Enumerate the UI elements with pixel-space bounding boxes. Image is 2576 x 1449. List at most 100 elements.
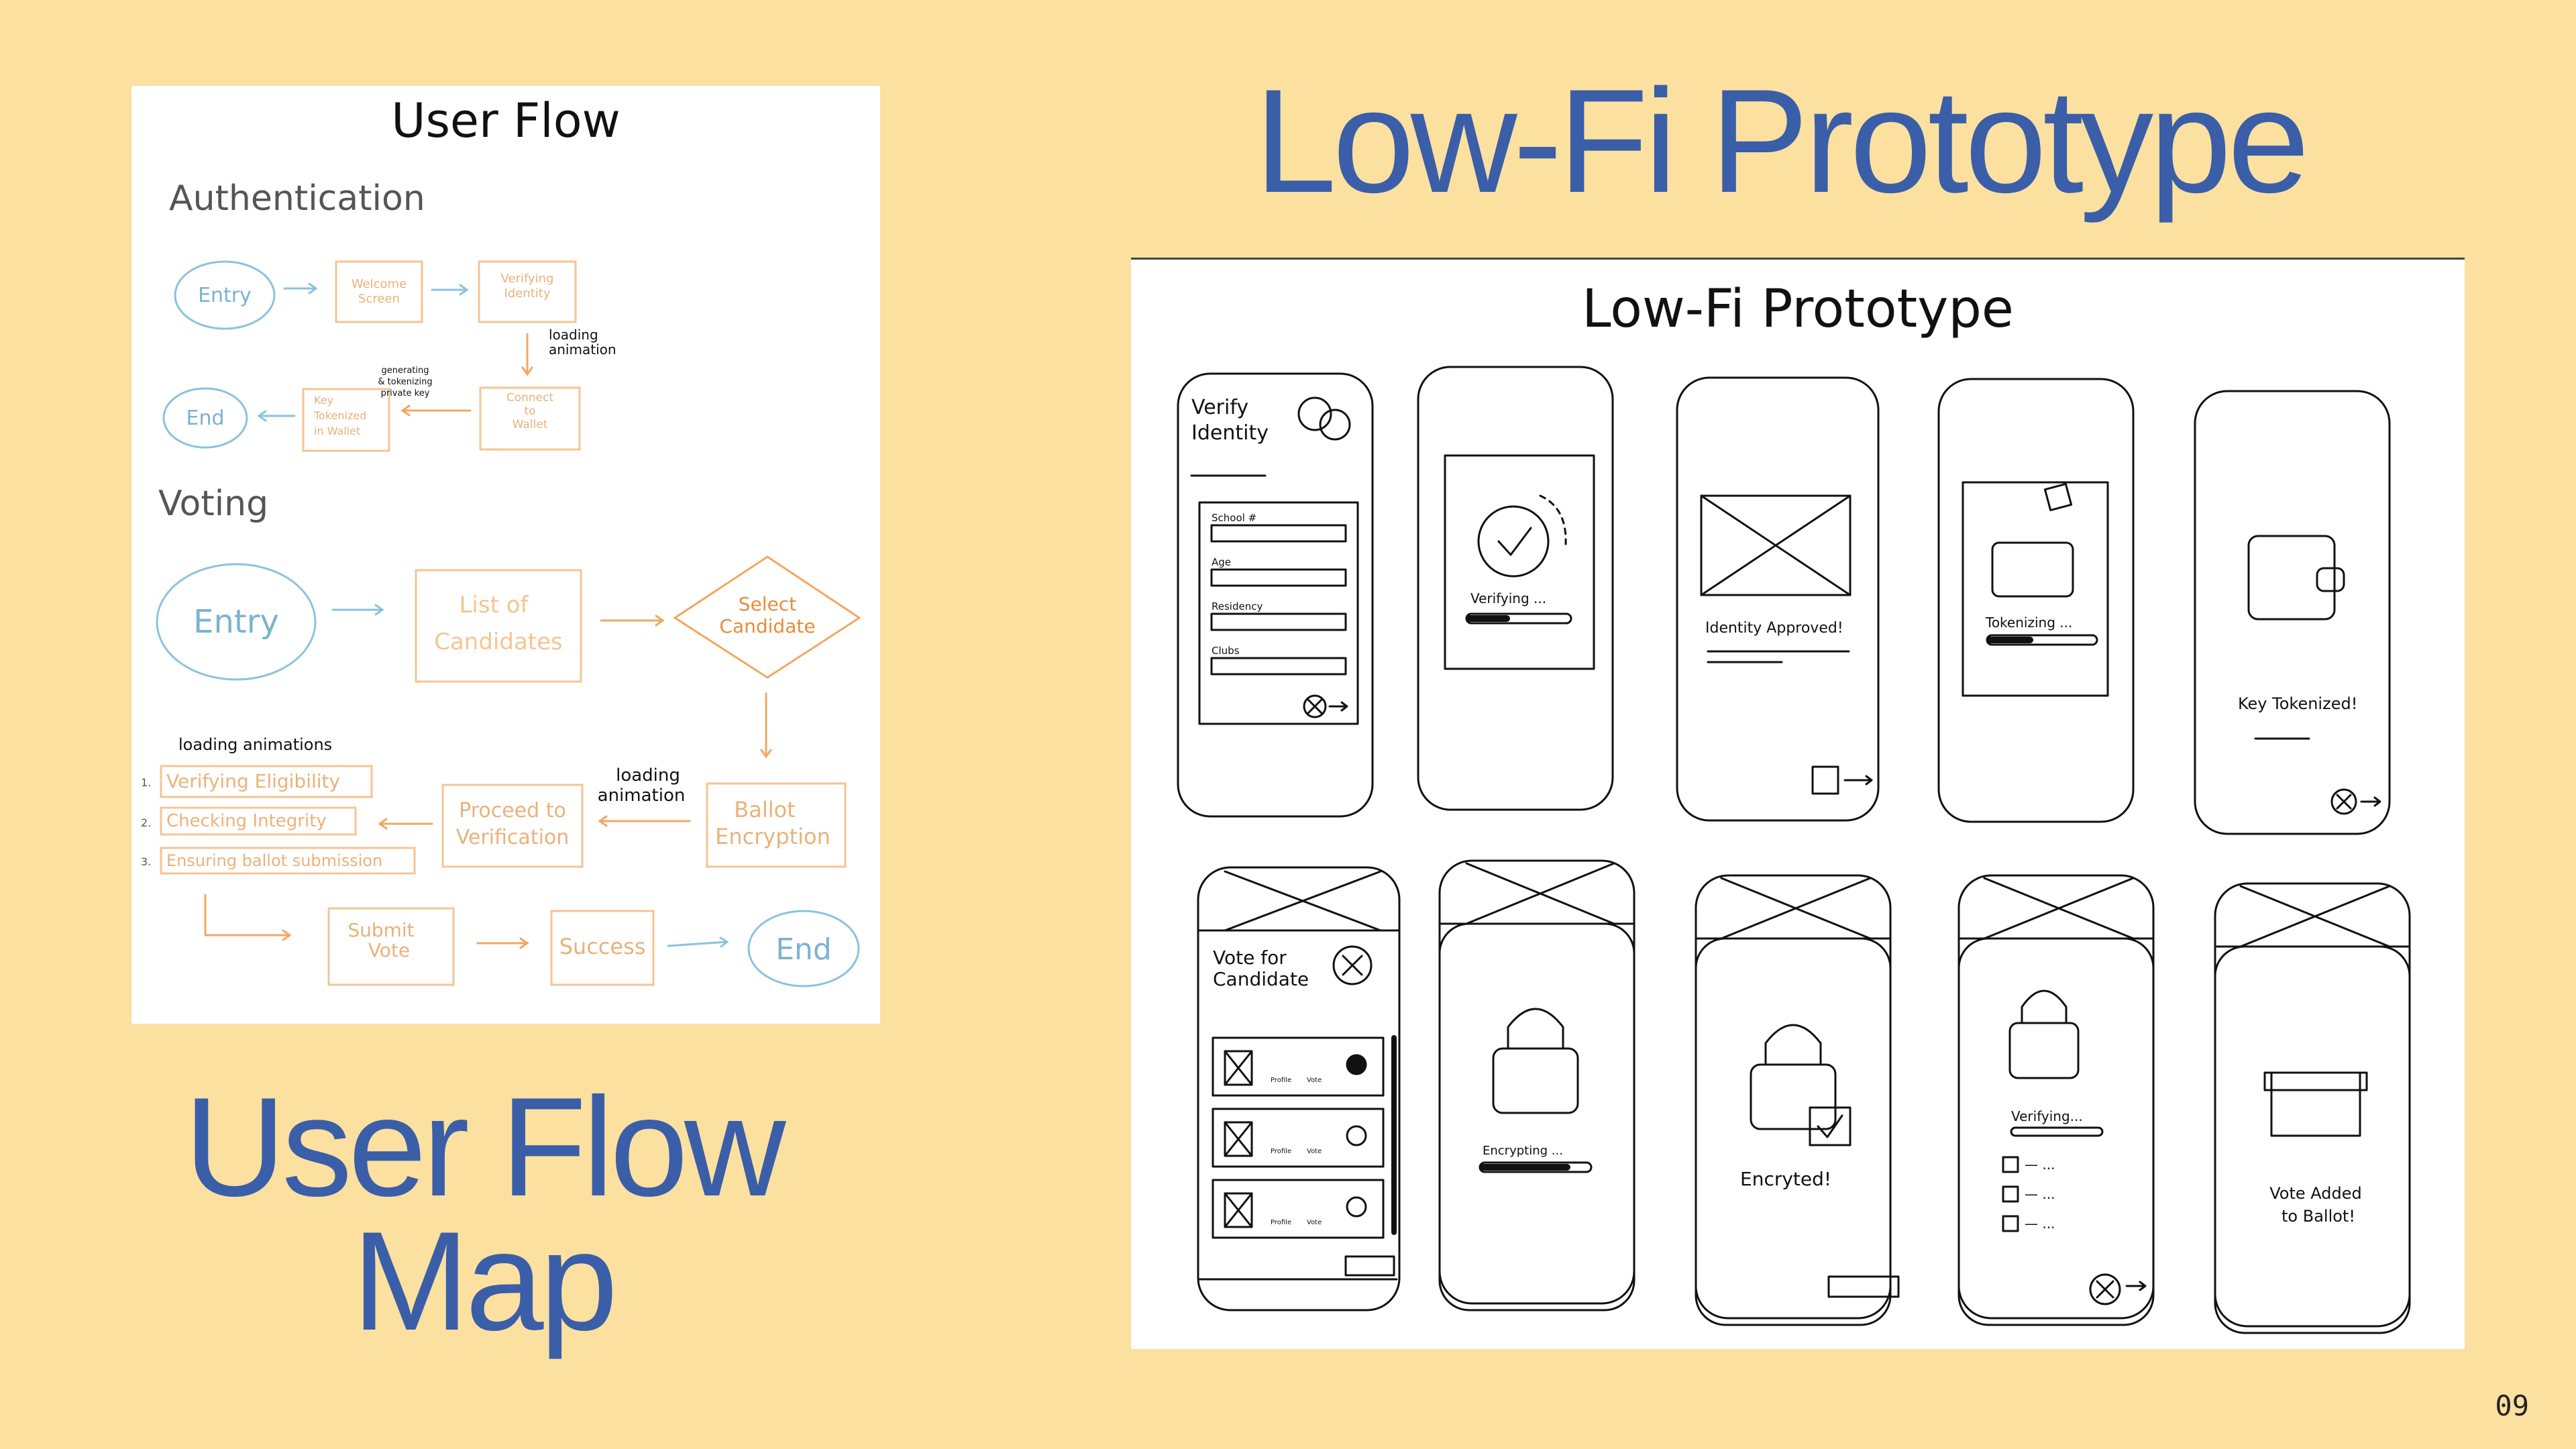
check-item: — ...	[2025, 1157, 2055, 1173]
encrypting-label: Encrypting ...	[1483, 1144, 1563, 1158]
svg-text:2.: 2.	[141, 816, 151, 829]
connect-text-1: Connect	[506, 391, 554, 405]
phone-identity-approved	[1677, 378, 1878, 820]
welcome-text-1: Welcome	[352, 277, 407, 291]
svg-text:3.: 3.	[141, 855, 151, 868]
next-button	[1829, 1277, 1898, 1297]
verify-identity-title-1: Verify	[1191, 396, 1248, 419]
generating-text-1: generating	[382, 366, 429, 376]
check-item: — ...	[2025, 1216, 2055, 1232]
auth-entry-text: Entry	[198, 284, 252, 307]
next-button	[1346, 1256, 1394, 1275]
user-flow-heading: User Flow Map	[181, 1080, 785, 1348]
page-number: 09	[2495, 1389, 2529, 1422]
profile-button: Profile	[1271, 1219, 1291, 1226]
vote-button: Vote	[1307, 1219, 1322, 1226]
vote-button: Vote	[1307, 1077, 1322, 1084]
user-flow-heading-line-2: Map	[181, 1214, 785, 1348]
phone-tokenizing	[1939, 379, 2133, 822]
verifying-text-2: Identity	[504, 286, 551, 301]
voting-label: Voting	[158, 484, 268, 524]
check-circle-icon	[1479, 506, 1548, 576]
welcome-text-2: Screen	[358, 292, 400, 306]
tokenizing-label: Tokenizing ...	[1985, 614, 2072, 631]
proceed-text-2: Verification	[456, 826, 570, 849]
check-icon	[1810, 1108, 1850, 1145]
field-label: Age	[1212, 556, 1231, 568]
key-text-1: Key	[314, 394, 333, 407]
vote-for-title-2: Candidate	[1213, 968, 1309, 990]
flow-title: User Flow	[391, 93, 621, 148]
auth-loading-1: loading	[549, 327, 598, 343]
vote-loading-1: loading	[616, 765, 680, 786]
animation-3-text: Ensuring ballot submission	[166, 851, 382, 870]
wallet-key-icon	[1992, 543, 2073, 596]
ballot-text-2: Encryption	[715, 824, 830, 849]
phone-verifying	[1418, 367, 1613, 810]
list-text-1: List of	[459, 592, 529, 619]
select-text-2: Candidate	[719, 615, 815, 637]
user-flow-sketch: User Flow Authentication Entry Welcome S…	[131, 86, 880, 1024]
ballot-text-1: Ballot	[734, 797, 795, 822]
submit-text-1: Submit	[347, 919, 414, 941]
user-flow-heading-line-1: User Flow	[181, 1080, 785, 1214]
key-text-2: Tokenized	[313, 409, 366, 422]
generating-text-3: private key	[381, 388, 430, 398]
phone-encrypting	[1440, 924, 1634, 1310]
vote-added-label-2: to Ballot!	[2282, 1207, 2355, 1226]
key-text-3: in Wallet	[314, 425, 360, 437]
auth-label: Authentication	[169, 178, 425, 219]
phone-key-tokenized	[2195, 391, 2390, 834]
phone-vote-for-candidate	[1198, 867, 1399, 1310]
lock-icon	[1751, 1065, 1835, 1129]
svg-text:1.: 1.	[141, 776, 151, 789]
vote-entry-text: Entry	[193, 603, 279, 641]
phone-vote-added	[2215, 947, 2410, 1333]
encrypted-label: Encryted!	[1740, 1168, 1831, 1190]
connect-text-2: to	[524, 405, 535, 418]
list-text-2: Candidates	[434, 629, 563, 655]
prototype-heading: Low-Fi Prototype	[1254, 60, 2306, 221]
prototype-sketch-title: Low-Fi Prototype	[1582, 279, 2014, 339]
verifying-text-1: Verifying	[501, 272, 554, 286]
animation-1-text: Verifying Eligibility	[166, 770, 340, 792]
ballot-box-icon	[2271, 1073, 2360, 1136]
animation-2-text: Checking Integrity	[166, 811, 327, 831]
submit-text-2: Vote	[368, 939, 410, 961]
check-item: — ...	[2025, 1186, 2055, 1202]
wallet-icon	[1813, 767, 1838, 794]
generating-text-2: & tokenizing	[378, 377, 432, 387]
field-label: School #	[1212, 512, 1256, 524]
auth-end-text: End	[186, 407, 224, 430]
key-tokenized-label: Key Tokenized!	[2238, 694, 2357, 713]
lock-icon	[1493, 1049, 1578, 1113]
next-arrow-icon	[1845, 776, 1872, 784]
proceed-text-1: Proceed to	[459, 799, 566, 822]
list-node	[416, 570, 581, 682]
next-arrow-icon	[2127, 1282, 2145, 1290]
success-text: Success	[559, 934, 646, 959]
connect-text-3: Wallet	[513, 418, 548, 431]
auth-loading-2: animation	[549, 341, 616, 358]
loading-animations-label: loading animations	[178, 735, 332, 754]
lock-icon	[2010, 1023, 2078, 1078]
vote-loading-2: animation	[598, 786, 686, 806]
verifying-vote-label: Verifying...	[2011, 1108, 2083, 1124]
profile-button: Profile	[1271, 1077, 1291, 1084]
select-text-1: Select	[739, 593, 796, 615]
profile-button: Profile	[1271, 1148, 1291, 1155]
next-arrow-icon	[2361, 798, 2380, 806]
field-label: Clubs	[1212, 645, 1240, 657]
field-label: Residency	[1212, 600, 1263, 612]
phone-encrypted	[1696, 938, 1890, 1325]
vote-end-text: End	[775, 932, 832, 967]
wallet-icon	[2249, 536, 2334, 619]
next-arrow-icon	[1330, 702, 1347, 710]
identity-approved-label: Identity Approved!	[1705, 620, 1843, 637]
verifying-label: Verifying ...	[1470, 590, 1546, 606]
vote-added-label-1: Vote Added	[2269, 1184, 2362, 1203]
prototype-sketch: Low-Fi Prototype	[1131, 258, 2465, 1349]
vote-button: Vote	[1307, 1148, 1322, 1155]
vote-for-title-1: Vote for	[1213, 947, 1287, 969]
verify-identity-title-2: Identity	[1191, 421, 1269, 445]
